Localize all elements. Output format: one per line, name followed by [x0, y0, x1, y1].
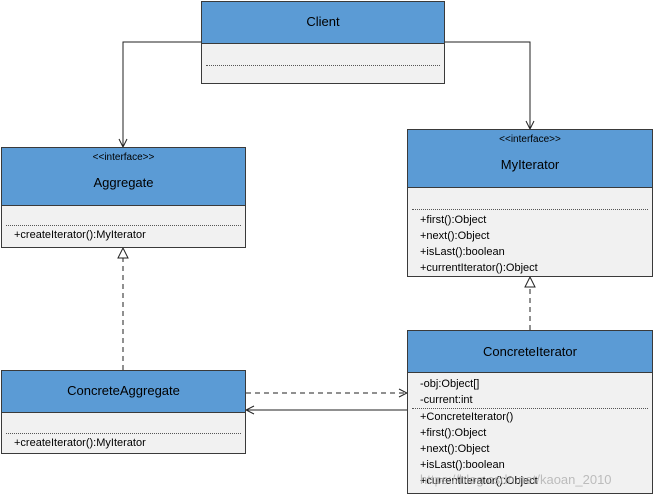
class-concreteaggregate-body: +createIterator():MyIterator [2, 413, 245, 451]
client-to-aggregate-association [123, 41, 201, 147]
operation: +createIterator():MyIterator [14, 437, 146, 449]
class-aggregate-header: <<interface>> Aggregate [2, 148, 245, 206]
operation: +createIterator():MyIterator [14, 229, 146, 241]
operation: +first():Object [420, 427, 487, 439]
class-aggregate-body: +createIterator():MyIterator [2, 206, 245, 243]
compartment-separator [6, 433, 241, 434]
class-concreteaggregate-name: ConcreteAggregate [67, 383, 180, 398]
class-myiterator-header: <<interface>> MyIterator [408, 130, 652, 188]
operation: +next():Object [420, 443, 490, 455]
class-myiterator-stereotype: <<interface>> [499, 134, 561, 145]
class-client-header: Client [202, 2, 444, 44]
operation: +ConcreteIterator() [420, 411, 514, 423]
class-client[interactable]: Client [201, 1, 445, 84]
class-aggregate[interactable]: <<interface>> Aggregate +createIterator(… [1, 147, 246, 248]
operation: +currentIterator():Object [420, 475, 538, 487]
operation: +isLast():boolean [420, 246, 505, 258]
class-client-name: Client [306, 14, 340, 29]
attribute: -obj:Object[] [420, 378, 480, 390]
compartment-separator [412, 209, 648, 210]
compartment-separator [6, 225, 241, 226]
class-aggregate-name: Aggregate [93, 175, 154, 190]
class-client-body [202, 44, 444, 66]
class-myiterator[interactable]: <<interface>> MyIterator +first():Object… [407, 129, 653, 277]
operation: +first():Object [420, 214, 487, 226]
watermark: https://blog.csdn.net/kaoan_2010 [420, 472, 612, 487]
operation: +next():Object [420, 230, 490, 242]
operation: +isLast():boolean [420, 459, 505, 471]
class-myiterator-body: +first():Object +next():Object +isLast()… [408, 188, 652, 276]
class-concreteiterator-header: ConcreteIterator [408, 331, 652, 373]
class-aggregate-stereotype: <<interface>> [92, 152, 155, 163]
class-concreteaggregate-header: ConcreteAggregate [2, 371, 245, 413]
class-concreteiterator-name: ConcreteIterator [483, 344, 577, 359]
class-myiterator-name: MyIterator [500, 157, 560, 172]
attribute: -current:int [420, 394, 473, 406]
class-concreteaggregate[interactable]: ConcreteAggregate +createIterator():MyIt… [1, 370, 246, 454]
class-concreteiterator-body: -obj:Object[] -current:int +ConcreteIter… [408, 373, 652, 489]
class-concreteiterator[interactable]: ConcreteIterator -obj:Object[] -current:… [407, 330, 653, 494]
operation: +currentIterator():Object [420, 262, 538, 274]
client-to-myiterator-association [445, 41, 530, 129]
compartment-separator [206, 65, 440, 66]
compartment-separator [412, 408, 648, 409]
